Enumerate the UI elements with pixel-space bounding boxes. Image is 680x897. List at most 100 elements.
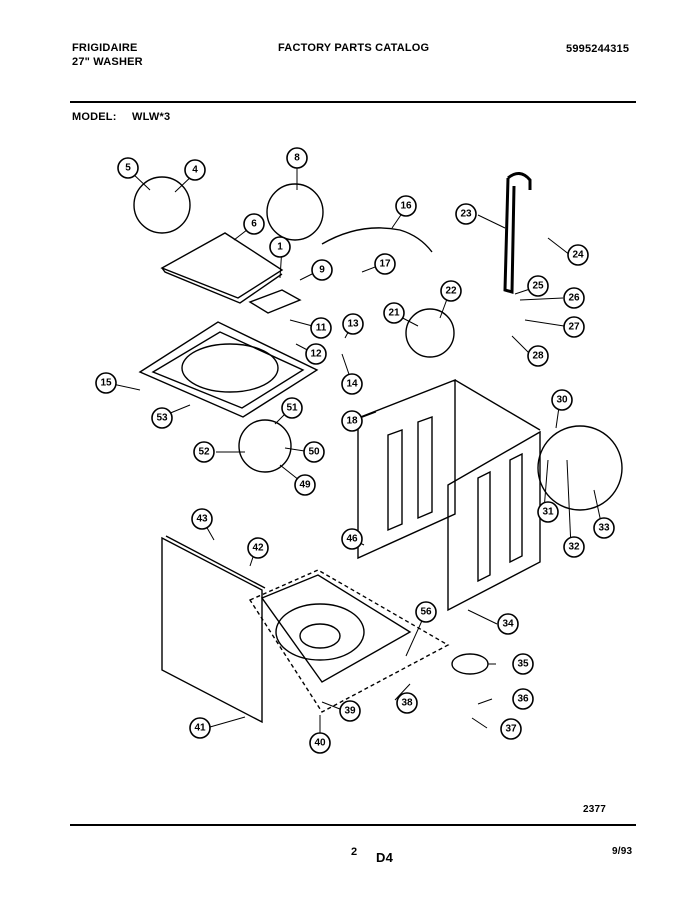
svg-text:8: 8 bbox=[294, 153, 300, 164]
callout-52: 52 bbox=[193, 441, 215, 463]
svg-text:6: 6 bbox=[251, 219, 257, 230]
header-rule bbox=[70, 101, 636, 103]
svg-text:13: 13 bbox=[347, 319, 359, 330]
callout-11: 11 bbox=[310, 317, 332, 339]
detail-circle-top-center bbox=[266, 183, 324, 241]
leader-lines bbox=[107, 168, 603, 741]
svg-text:24: 24 bbox=[572, 250, 584, 261]
callout-38: 38 bbox=[396, 692, 418, 714]
svg-text:12: 12 bbox=[310, 349, 322, 360]
callout-46: 46 bbox=[341, 528, 363, 550]
callout-33: 33 bbox=[593, 517, 615, 539]
svg-text:33: 33 bbox=[598, 523, 610, 534]
detail-circle-right bbox=[537, 425, 623, 511]
svg-text:46: 46 bbox=[346, 534, 358, 545]
cabinet-back-part bbox=[357, 378, 541, 560]
callout-8: 8 bbox=[286, 147, 308, 169]
svg-text:39: 39 bbox=[344, 706, 356, 717]
svg-text:15: 15 bbox=[100, 378, 112, 389]
callout-24: 24 bbox=[567, 244, 589, 266]
catalog-number: 5995244315 bbox=[566, 43, 630, 55]
svg-text:9: 9 bbox=[319, 265, 325, 276]
svg-text:37: 37 bbox=[505, 724, 517, 735]
svg-text:41: 41 bbox=[194, 723, 206, 734]
svg-text:40: 40 bbox=[314, 738, 326, 749]
callout-40: 40 bbox=[309, 732, 331, 754]
callout-39: 39 bbox=[339, 700, 361, 722]
callout-16: 16 bbox=[395, 195, 417, 217]
svg-text:11: 11 bbox=[316, 323, 327, 334]
svg-text:23: 23 bbox=[460, 209, 472, 220]
svg-text:35: 35 bbox=[517, 659, 529, 670]
figure-number: 2377 bbox=[583, 804, 607, 815]
cabinet-side-part bbox=[447, 430, 541, 612]
svg-text:50: 50 bbox=[308, 447, 320, 458]
svg-text:4: 4 bbox=[192, 165, 198, 176]
callout-42: 42 bbox=[247, 537, 269, 559]
callout-5: 5 bbox=[117, 157, 139, 179]
svg-text:42: 42 bbox=[252, 543, 264, 554]
callout-14: 14 bbox=[341, 373, 363, 395]
callout-32: 32 bbox=[563, 536, 585, 558]
callout-17: 17 bbox=[374, 253, 396, 275]
callout-53: 53 bbox=[151, 407, 173, 429]
svg-text:1: 1 bbox=[277, 242, 283, 253]
catalog-title: FACTORY PARTS CATALOG bbox=[278, 42, 430, 54]
section-code: D4 bbox=[376, 850, 394, 865]
svg-text:51: 51 bbox=[286, 403, 298, 414]
drain-hose-part bbox=[503, 172, 532, 294]
product-name: 27" WASHER bbox=[72, 56, 143, 68]
callout-49: 49 bbox=[294, 474, 316, 496]
callout-37: 37 bbox=[500, 718, 522, 740]
callout-35: 35 bbox=[512, 653, 534, 675]
top-frame-part bbox=[138, 321, 319, 418]
front-panel-part bbox=[161, 535, 266, 724]
callout-31: 31 bbox=[537, 501, 559, 523]
svg-text:31: 31 bbox=[542, 507, 554, 518]
svg-text:22: 22 bbox=[445, 286, 457, 297]
catalog-date: 9/93 bbox=[612, 846, 633, 857]
svg-text:53: 53 bbox=[156, 413, 168, 424]
callout-18: 18 bbox=[341, 410, 363, 432]
svg-text:27: 27 bbox=[568, 322, 580, 333]
callout-26: 26 bbox=[563, 287, 585, 309]
callout-28: 28 bbox=[527, 345, 549, 367]
callout-25: 25 bbox=[527, 275, 549, 297]
page-number: 2 bbox=[351, 846, 358, 858]
callout-1: 1 bbox=[269, 236, 291, 258]
lid-switch-bracket-part bbox=[248, 289, 302, 314]
callout-43: 43 bbox=[191, 508, 213, 530]
svg-text:56: 56 bbox=[420, 607, 432, 618]
footer-rule bbox=[70, 824, 636, 826]
callout-15: 15 bbox=[95, 372, 117, 394]
ring-part bbox=[451, 653, 489, 675]
svg-text:36: 36 bbox=[517, 694, 529, 705]
svg-text:49: 49 bbox=[299, 480, 311, 491]
detail-circle-switch bbox=[405, 308, 455, 358]
svg-text:52: 52 bbox=[198, 447, 210, 458]
svg-text:43: 43 bbox=[196, 514, 208, 525]
detail-circle-top-left bbox=[133, 176, 191, 234]
svg-text:32: 32 bbox=[568, 542, 580, 553]
svg-text:17: 17 bbox=[379, 259, 391, 270]
callout-41: 41 bbox=[189, 717, 211, 739]
svg-text:26: 26 bbox=[568, 293, 580, 304]
callout-34: 34 bbox=[497, 613, 519, 635]
svg-text:16: 16 bbox=[400, 201, 412, 212]
callout-21: 21 bbox=[383, 302, 405, 324]
lid-panel-part bbox=[160, 232, 284, 304]
svg-text:21: 21 bbox=[388, 308, 400, 319]
callout-50: 50 bbox=[303, 441, 325, 463]
callout-9: 9 bbox=[311, 259, 333, 281]
model-label: MODEL: bbox=[72, 111, 117, 123]
fill-hose-part bbox=[321, 227, 433, 253]
svg-text:30: 30 bbox=[556, 395, 568, 406]
callout-4: 4 bbox=[184, 159, 206, 181]
callout-23: 23 bbox=[455, 203, 477, 225]
callout-30: 30 bbox=[551, 389, 573, 411]
detail-circle-lower-left bbox=[238, 419, 292, 473]
callout-27: 27 bbox=[563, 316, 585, 338]
callout-12: 12 bbox=[305, 343, 327, 365]
callout-51: 51 bbox=[281, 397, 303, 419]
